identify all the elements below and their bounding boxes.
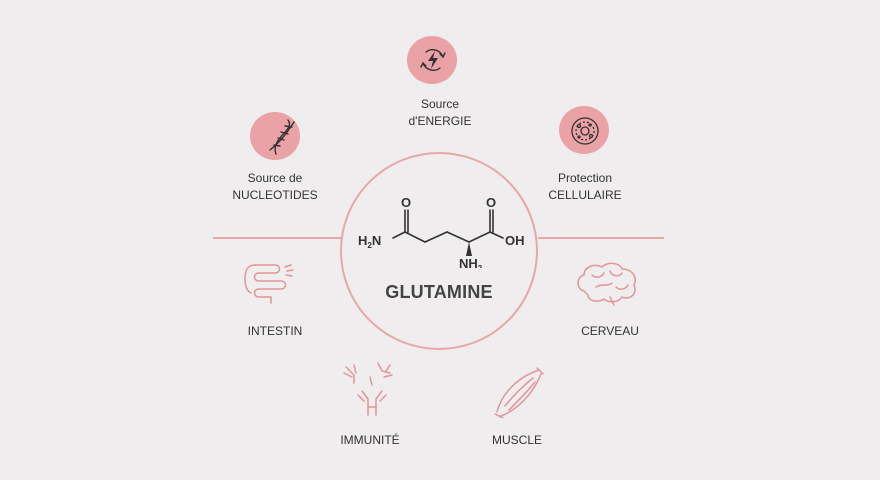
dna-icon: [269, 119, 295, 155]
protection-blob: [559, 106, 609, 154]
center-title: GLUTAMINE: [385, 282, 493, 302]
antibody-icon: [343, 362, 393, 416]
immunite-label: IMMUNITÉ: [340, 433, 400, 447]
muscle-icon: [494, 367, 544, 418]
molecule-nh2: NH2: [459, 256, 483, 268]
center-circle: [340, 152, 538, 350]
molecule-h2n: H2N: [358, 233, 381, 250]
energy-label: Source d'ENERGIE: [408, 97, 472, 128]
muscle-label: MUSCLE: [491, 433, 542, 447]
molecule-oh: OH: [505, 233, 525, 248]
protection-label: Protection CELLULAIRE: [548, 171, 622, 202]
molecule-o-right: O: [486, 195, 496, 210]
glutamine-molecule-structure: O O OH H2N NH2: [358, 195, 525, 268]
intestine-icon: [244, 264, 294, 304]
cell-icon: [571, 117, 599, 145]
brain-icon: [577, 262, 636, 306]
molecule-o-left: O: [401, 195, 411, 210]
nucleotides-label: Source de NUCLEOTIDES: [232, 171, 318, 202]
intestin-label: INTESTIN: [247, 324, 303, 338]
right-connector-line: [538, 237, 664, 239]
energy-bolt-icon: [420, 49, 446, 71]
cerveau-label: CERVEAU: [581, 324, 639, 338]
left-connector-line: [213, 237, 341, 239]
